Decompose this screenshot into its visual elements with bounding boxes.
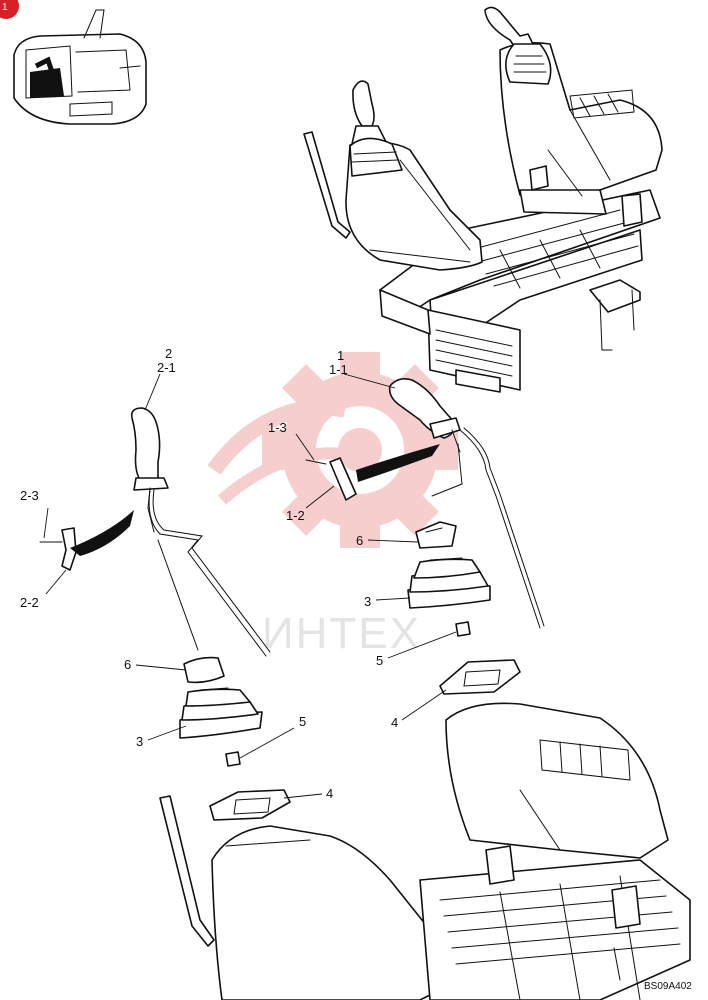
left-lever-exploded bbox=[39, 407, 291, 821]
callout-3-right: 3 bbox=[364, 594, 371, 609]
bottom-console-view bbox=[159, 702, 691, 1000]
cab-locator-thumbnail bbox=[13, 9, 147, 125]
callout-3-left: 3 bbox=[136, 734, 143, 749]
callout-6-right: 6 bbox=[356, 533, 363, 548]
location-badge-icon: 1 bbox=[0, 0, 19, 19]
right-lever-exploded bbox=[305, 378, 545, 695]
leader-lines bbox=[43, 373, 457, 799]
callout-5-left: 5 bbox=[299, 714, 306, 729]
callout-labels: 2 2-1 2-3 2-2 6 3 5 4 1 1-1 1-3 1-2 6 3 … bbox=[20, 346, 398, 801]
callout-1: 1 bbox=[337, 348, 344, 363]
callout-1-2: 1-2 bbox=[286, 508, 305, 523]
callout-4-left: 4 bbox=[326, 786, 333, 801]
svg-text:1: 1 bbox=[2, 2, 8, 13]
callout-2: 2 bbox=[165, 346, 172, 361]
callout-6-left: 6 bbox=[124, 657, 131, 672]
callout-2-2: 2-2 bbox=[20, 595, 39, 610]
reference-code: BS09A402 bbox=[644, 981, 692, 992]
assembled-console-view bbox=[303, 6, 663, 393]
callout-1-3: 1-3 bbox=[268, 420, 287, 435]
watermark-text: ИНТЕХ bbox=[262, 609, 421, 658]
callout-1-1: 1-1 bbox=[329, 362, 348, 377]
callout-2-1: 2-1 bbox=[157, 360, 176, 375]
callout-5-right: 5 bbox=[376, 653, 383, 668]
callout-4-right: 4 bbox=[391, 715, 398, 730]
callout-2-3: 2-3 bbox=[20, 488, 39, 503]
